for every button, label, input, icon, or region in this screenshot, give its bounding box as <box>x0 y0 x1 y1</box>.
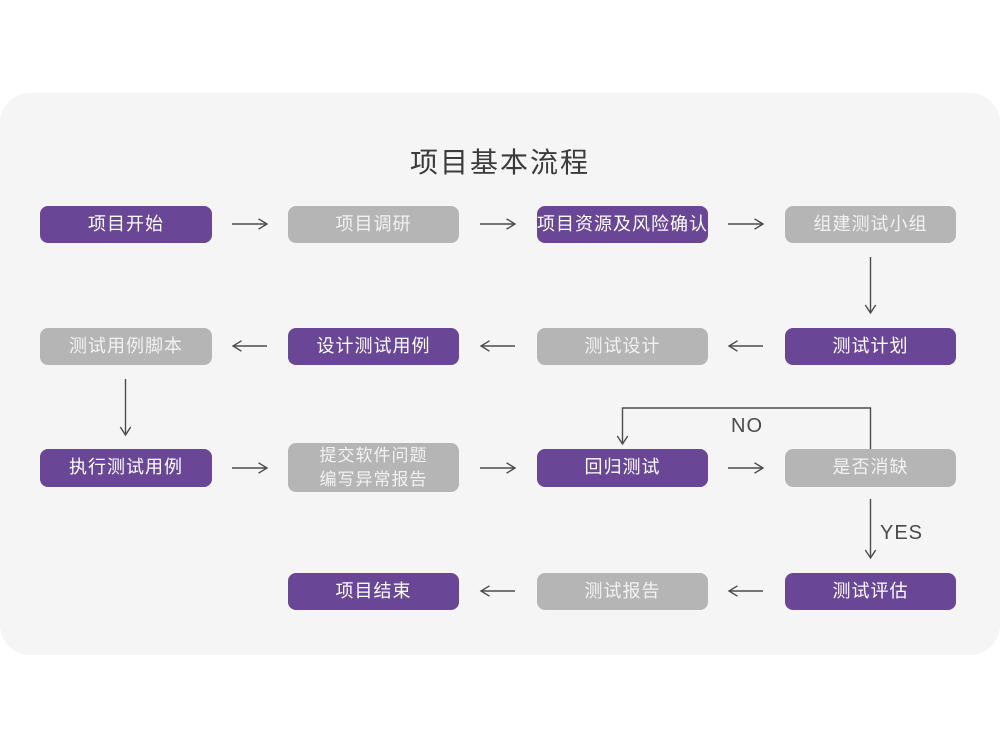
node-design-test-cases: 设计测试用例 <box>288 328 459 365</box>
node-project-end: 项目结束 <box>288 573 459 610</box>
node-execute-test-cases: 执行测试用例 <box>40 449 212 487</box>
node-submit-issue-report: 提交软件问题 编写异常报告 <box>288 443 459 492</box>
node-test-design: 测试设计 <box>537 328 708 365</box>
yes-label: YES <box>880 522 924 544</box>
node-project-start: 项目开始 <box>40 206 212 243</box>
node-regression-test: 回归测试 <box>537 449 708 487</box>
node-project-research: 项目调研 <box>288 206 459 243</box>
node-test-evaluation: 测试评估 <box>785 573 956 610</box>
node-test-plan: 测试计划 <box>785 328 956 365</box>
node-form-test-team: 组建测试小组 <box>785 206 956 243</box>
no-label: NO <box>731 415 763 437</box>
node-test-case-script: 测试用例脚本 <box>40 328 212 365</box>
node-test-report: 测试报告 <box>537 573 708 610</box>
flowchart-card <box>0 93 1000 655</box>
node-defect-cleared: 是否消缺 <box>785 449 956 487</box>
node-project-resources-risk: 项目资源及风险确认 <box>537 206 708 243</box>
page-title: 项目基本流程 <box>409 147 590 178</box>
